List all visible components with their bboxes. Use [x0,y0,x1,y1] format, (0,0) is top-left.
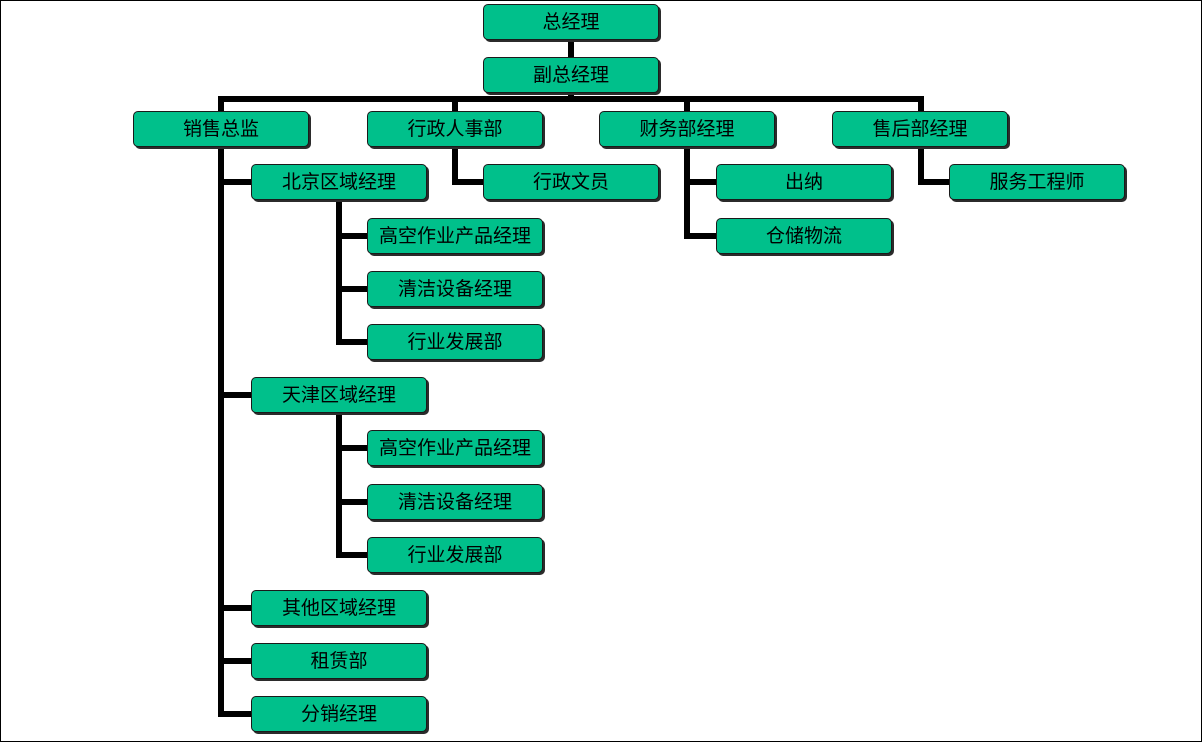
node-beijing-cleaning-equipment-manager: 清洁设备经理 [367,271,543,307]
node-label: 出纳 [784,170,823,193]
node-label: 总经理 [542,10,600,33]
node-label: 销售总监 [182,117,259,140]
node-tianjin-regional-manager: 天津区域经理 [251,377,427,413]
node-label: 高空作业产品经理 [378,224,531,247]
node-tianjin-aerial-product-manager: 高空作业产品经理 [367,430,543,466]
node-label: 售后部经理 [872,117,968,140]
node-label: 高空作业产品经理 [378,436,531,459]
node-admin-clerk: 行政文员 [483,164,659,200]
node-label: 其他区域经理 [281,596,396,619]
node-label: 行政人事部 [407,117,503,140]
node-finance-manager: 财务部经理 [599,111,775,147]
node-service-engineer: 服务工程师 [949,164,1125,200]
node-beijing-industry-development: 行业发展部 [367,324,543,360]
node-cashier: 出纳 [716,164,892,200]
node-label: 北京区域经理 [281,170,396,193]
node-admin-hr-department: 行政人事部 [367,111,543,147]
node-beijing-regional-manager: 北京区域经理 [251,164,427,200]
node-beijing-aerial-product-manager: 高空作业产品经理 [367,218,543,254]
node-label: 财务部经理 [639,117,735,140]
node-label: 天津区域经理 [281,383,396,406]
node-general-manager: 总经理 [483,4,659,40]
node-leasing-department: 租赁部 [251,643,427,679]
node-label: 服务工程师 [989,170,1085,193]
node-label: 行政文员 [532,170,609,193]
node-label: 租赁部 [310,649,368,672]
node-label: 副总经理 [532,63,609,86]
node-label: 行业发展部 [407,330,503,353]
node-tianjin-cleaning-equipment-manager: 清洁设备经理 [367,484,543,520]
node-label: 分销经理 [300,702,377,725]
node-aftersales-manager: 售后部经理 [832,111,1008,147]
node-label: 清洁设备经理 [397,277,512,300]
node-sales-director: 销售总监 [133,111,309,147]
node-tianjin-industry-development: 行业发展部 [367,537,543,573]
node-distribution-manager: 分销经理 [251,696,427,732]
node-label: 清洁设备经理 [397,490,512,513]
node-label: 行业发展部 [407,543,503,566]
node-label: 仓储物流 [765,224,842,247]
node-other-regional-manager: 其他区域经理 [251,590,427,626]
node-warehouse-logistics: 仓储物流 [716,218,892,254]
node-vice-general-manager: 副总经理 [483,57,659,93]
